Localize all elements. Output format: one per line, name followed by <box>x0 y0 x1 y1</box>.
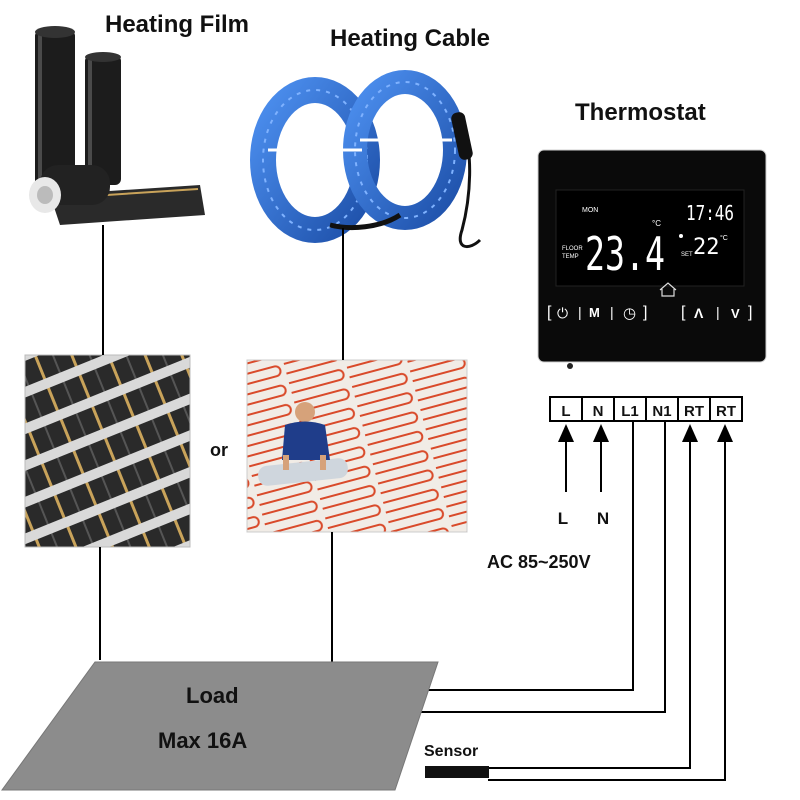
bracket-right: ] <box>748 304 752 321</box>
dot-icon <box>679 234 683 238</box>
cable-floor-photo <box>246 359 468 533</box>
set-unit: °C <box>720 234 728 242</box>
up-button[interactable]: Λ <box>694 305 704 321</box>
temperature-unit: °C <box>652 219 661 228</box>
terminal-l1: L1 <box>621 403 639 420</box>
separator: | <box>578 304 582 320</box>
thermostat-title: Thermostat <box>575 99 706 126</box>
terminal-l: L <box>561 403 570 420</box>
load-max-current: Max 16A <box>158 728 247 753</box>
bracket-right: ] <box>643 304 647 321</box>
arrow-up-icon <box>682 424 698 442</box>
heating-film-image <box>29 26 205 225</box>
heating-cable-image <box>250 70 482 248</box>
temp-label: TEMP <box>562 254 579 260</box>
terminal-rt-2: RT <box>716 403 736 420</box>
terminal-block: L N L1 N1 RT RT <box>549 396 743 422</box>
bracket-left: [ <box>681 304 686 321</box>
terminal-rt-1: RT <box>684 403 704 420</box>
or-label: or <box>210 440 228 460</box>
terminal-n1: N1 <box>652 403 671 420</box>
separator: | <box>716 304 720 320</box>
arrow-up-icon <box>593 424 609 442</box>
film-floor-photo <box>24 354 191 548</box>
load-label: Load <box>186 683 239 708</box>
load-plate: Load Max 16A <box>1 661 439 791</box>
sensor-probe <box>425 766 489 778</box>
heating-cable-title: Heating Cable <box>330 25 490 52</box>
sensor-dot <box>567 363 573 369</box>
separator: | <box>610 304 614 320</box>
home-icon <box>659 282 677 297</box>
lcd-screen <box>555 189 745 287</box>
mode-button[interactable]: M <box>589 305 600 320</box>
clock: 17:46 <box>686 201 734 225</box>
power-button[interactable]: ⏻ <box>557 305 568 321</box>
supply-voltage: AC 85~250V <box>487 552 591 572</box>
thermostat-device: MON FLOOR TEMP 23.4 °C 17:46 SET 22 °C [… <box>537 149 767 369</box>
input-n-label: N <box>597 509 609 528</box>
heating-film-title: Heating Film <box>105 11 249 38</box>
clock-button[interactable]: ◷ <box>623 305 636 322</box>
set-label: SET <box>681 252 693 258</box>
bracket-left: [ <box>547 304 552 321</box>
button-row: [ ⏻ | M | ◷ ] [ Λ | V ] <box>547 304 752 322</box>
terminal-n: N <box>593 403 604 420</box>
sensor-label: Sensor <box>424 743 478 760</box>
floor-label: FLOOR <box>562 246 583 252</box>
current-temperature: 23.4 <box>585 227 665 281</box>
arrow-up-icon <box>717 424 733 442</box>
arrow-heads <box>558 424 733 442</box>
input-l-label: L <box>558 509 568 528</box>
connection-wires <box>99 225 726 781</box>
set-temperature: 22 <box>693 235 720 260</box>
arrow-up-icon <box>558 424 574 442</box>
down-button[interactable]: V <box>731 306 740 321</box>
day-label: MON <box>582 207 598 214</box>
